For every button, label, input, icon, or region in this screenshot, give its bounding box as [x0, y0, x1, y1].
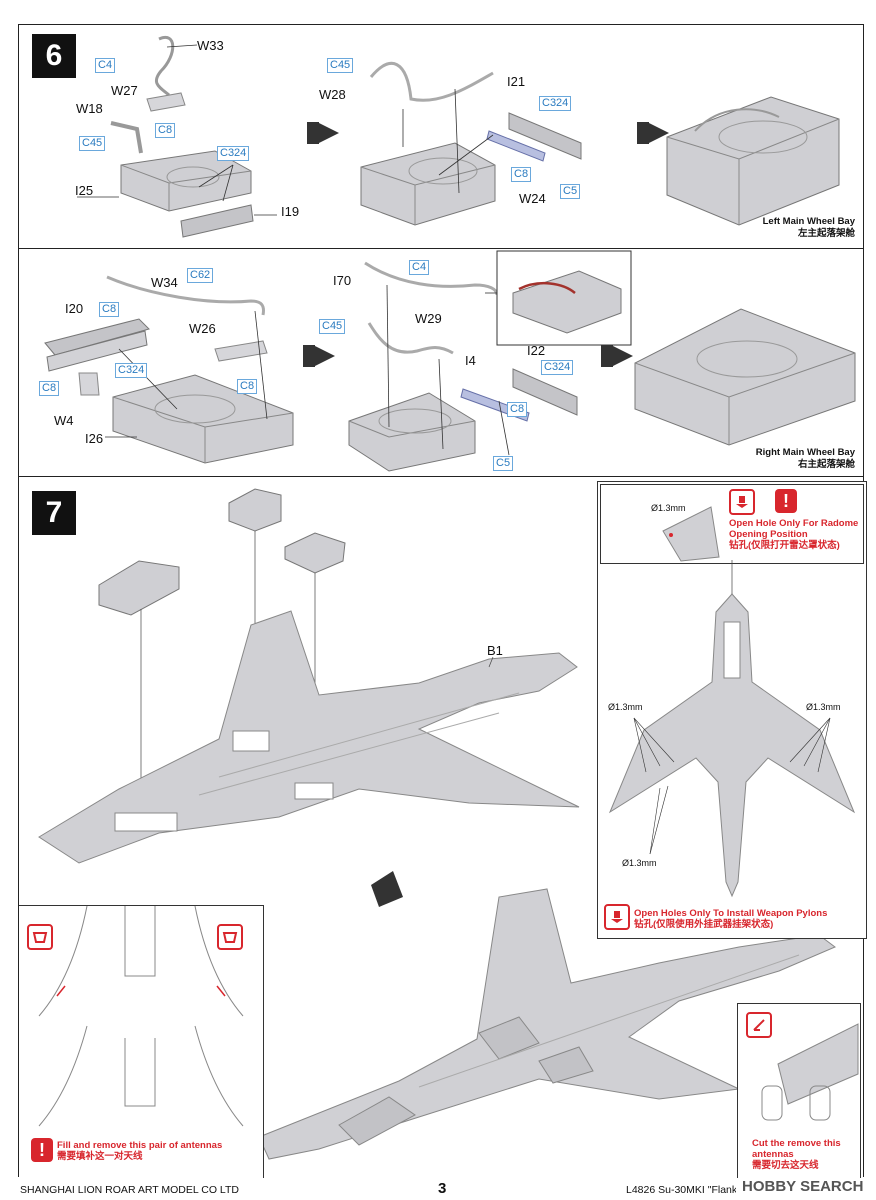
radome-hole-diameter: Ø1.3mm [651, 503, 686, 513]
label-W34: W34 [151, 275, 178, 290]
step-number: 6 [32, 34, 76, 78]
callout-C8: C8 [511, 167, 532, 182]
callout-C324: C324 [541, 360, 574, 375]
cut-icon [746, 1012, 772, 1038]
callout-C5: C5 [560, 184, 581, 199]
label-W27: W27 [111, 83, 138, 98]
callout-C324: C324 [539, 96, 572, 111]
radome-hole-inset: Ø1.3mm ! Open Hole Only For Radome Openi… [600, 484, 864, 564]
drill-icon [729, 489, 755, 515]
antenna-cut-text: Cut the remove this antennas 需要切去这天线 [752, 1138, 841, 1171]
label-W26: W26 [189, 321, 216, 336]
callout-C45: C45 [319, 319, 346, 334]
step-arrow [637, 122, 669, 144]
pylon-hole-diameter-left: Ø1.3mm [608, 702, 643, 712]
left-bay-caption: Left Main Wheel Bay 左主起落架舱 [762, 216, 855, 239]
pylon-holes-text: Open Holes Only To Install Weapon Pylons… [634, 908, 828, 930]
pylon-hole-diameter-bottom: Ø1.3mm [622, 858, 657, 868]
callout-C45: C45 [327, 58, 354, 73]
step-arrow [601, 345, 633, 367]
drill-icon [604, 904, 630, 930]
label-W28: W28 [319, 87, 346, 102]
label-W4: W4 [54, 413, 74, 428]
callout-C8: C8 [237, 379, 258, 394]
step-arrow [307, 122, 339, 144]
fuselage-lower-drawing [38, 488, 836, 1160]
callout-C324: C324 [217, 146, 250, 161]
label-B1: B1 [487, 643, 503, 658]
callout-C4: C4 [409, 260, 430, 275]
pylon-holes-detail: Ø1.3mm ! Open Hole Only For Radome Openi… [597, 481, 867, 939]
fill-icon [217, 924, 243, 950]
step6-panel: 6 [18, 24, 864, 250]
callout-C45: C45 [79, 136, 106, 151]
callout-C4: C4 [95, 58, 116, 73]
fuselage-top-view [608, 560, 856, 898]
warning-icon: ! [31, 1138, 53, 1162]
label-W24: W24 [519, 191, 546, 206]
label-W29: W29 [415, 311, 442, 326]
right-bay-parts-drawing [44, 250, 856, 472]
callout-C8: C8 [155, 123, 176, 138]
label-I25: I25 [75, 183, 94, 198]
antenna-fill-text: Fill and remove this pair of antennas 需要… [57, 1140, 223, 1162]
callout-C324: C324 [115, 363, 148, 378]
antenna-fill-detail: ! Fill and remove this pair of antennas … [19, 905, 264, 1178]
step6-right-bay-panel: W34 C62 I20 C8 W26 C324 C8 C8 W4 I26 I70… [18, 248, 864, 478]
label-I70: I70 [333, 273, 352, 288]
callout-C8: C8 [507, 402, 528, 417]
warning-icon: ! [775, 489, 797, 513]
step-number: 7 [32, 491, 76, 535]
callout-C62: C62 [187, 268, 214, 283]
label-W33: W33 [197, 38, 224, 53]
label-I22: I22 [527, 343, 546, 358]
callout-C8: C8 [39, 381, 60, 396]
antenna-cut-detail: Cut the remove this antennas 需要切去这天线 [737, 1003, 861, 1178]
step-arrow [303, 345, 335, 367]
footer-product: L4826 Su-30MKI "Flanker-H" Multi-Role Fi… [626, 1184, 736, 1196]
radome-hole-text: Open Hole Only For Radome Opening Positi… [729, 518, 859, 551]
label-W18: W18 [76, 101, 103, 116]
footer-page-number: 3 [438, 1180, 447, 1197]
fill-icon [27, 924, 53, 950]
label-I26: I26 [85, 431, 104, 446]
label-I21: I21 [507, 74, 526, 89]
step7-panel: 7 B1 Ø1.3mm [18, 476, 867, 1178]
label-I19: I19 [281, 204, 300, 219]
left-bay-parts-drawing [77, 35, 840, 238]
callout-C5: C5 [493, 456, 514, 471]
label-I4: I4 [465, 353, 476, 368]
pylon-hole-diameter-right: Ø1.3mm [806, 702, 841, 712]
footer-company: SHANGHAI LION ROAR ART MODEL CO LTD [20, 1184, 239, 1196]
callout-C8: C8 [99, 302, 120, 317]
right-bay-caption: Right Main Wheel Bay 右主起落架舱 [755, 447, 855, 470]
label-I20: I20 [65, 301, 84, 316]
hobby-search-watermark: HOBBY SEARCH [742, 1178, 864, 1195]
